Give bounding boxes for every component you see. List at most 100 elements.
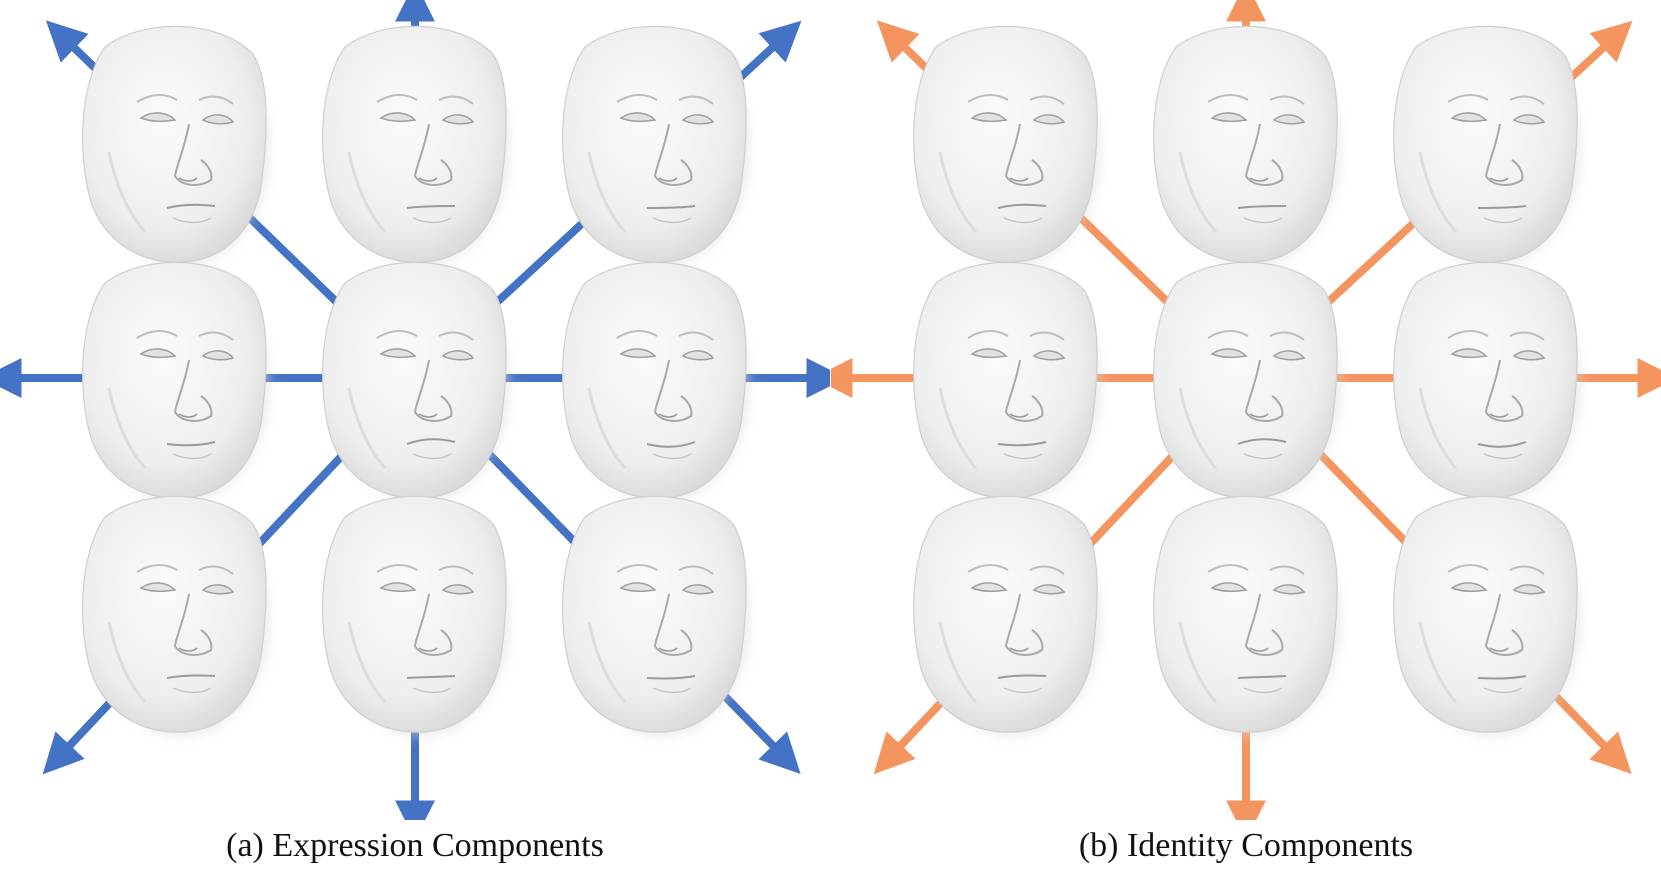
- face-mesh: [1153, 25, 1340, 266]
- face-mesh: [82, 25, 269, 266]
- face-eye: [1210, 112, 1248, 123]
- face-mouth: [1237, 205, 1287, 209]
- face-cheek: [1178, 621, 1218, 704]
- face-lip: [1243, 453, 1283, 460]
- face-outline: [562, 495, 747, 733]
- face-eye: [1512, 114, 1546, 125]
- face-brow: [1269, 331, 1305, 341]
- face-brow: [376, 94, 418, 103]
- face-nostril: [658, 413, 678, 418]
- face-lip: [172, 217, 212, 224]
- face-mouth: [166, 674, 216, 679]
- face-mesh: [913, 261, 1100, 502]
- face-eye: [379, 348, 417, 359]
- face-nostril: [1489, 177, 1509, 182]
- face-outline: [322, 495, 507, 733]
- face-eye: [1512, 584, 1546, 595]
- face-nostril: [418, 177, 438, 182]
- face-eye: [139, 348, 177, 359]
- face-brow: [198, 95, 234, 105]
- face-nostril: [418, 647, 438, 652]
- face-eye: [441, 584, 475, 595]
- face-mouth: [997, 203, 1047, 209]
- face-eye: [970, 112, 1008, 123]
- face-eye: [1272, 584, 1306, 595]
- face-nose: [173, 593, 213, 656]
- face-nose: [173, 123, 213, 186]
- face-nose: [653, 359, 693, 422]
- face-nostril: [1489, 413, 1509, 418]
- face-cheek: [938, 387, 978, 470]
- face-eye: [1210, 582, 1248, 593]
- face-eye: [619, 112, 657, 123]
- face-lip: [172, 453, 212, 460]
- face-cheek: [107, 621, 147, 704]
- face-cheek: [347, 151, 387, 234]
- face-outline: [1393, 25, 1578, 263]
- face-nose: [1484, 123, 1524, 186]
- face-brow: [1447, 564, 1489, 573]
- face-lip: [652, 687, 692, 694]
- face-cheek: [107, 151, 147, 234]
- identity-components-panel: (b) Identity Components: [831, 0, 1661, 881]
- face-outline: [1393, 495, 1578, 733]
- face-eye: [970, 582, 1008, 593]
- face-eye: [681, 114, 715, 125]
- face-lip: [1003, 687, 1043, 694]
- face-nostril: [1249, 177, 1269, 182]
- face-cheek: [938, 151, 978, 234]
- expression-components-panel: (a) Expression Components: [0, 0, 830, 881]
- face-lip: [1003, 453, 1043, 460]
- face-mesh: [1393, 495, 1580, 736]
- face-mesh: [322, 261, 509, 502]
- face-cheek: [347, 387, 387, 470]
- face-brow: [616, 94, 658, 103]
- face-brow: [616, 330, 658, 339]
- face-nose: [653, 593, 693, 656]
- face-outline: [1393, 261, 1578, 499]
- face-brow: [198, 331, 234, 341]
- face-eye: [1450, 348, 1488, 359]
- face-brow: [376, 330, 418, 339]
- face-brow: [616, 564, 658, 573]
- face-eye: [681, 350, 715, 361]
- face-brow: [376, 564, 418, 573]
- face-lip: [1243, 687, 1283, 694]
- face-lip: [1483, 687, 1523, 694]
- face-mouth: [406, 675, 456, 679]
- face-outline: [82, 261, 267, 499]
- face-brow: [967, 94, 1009, 103]
- face-nostril: [658, 177, 678, 182]
- face-outline: [1153, 495, 1338, 733]
- face-nose: [1004, 359, 1044, 422]
- face-outline: [562, 25, 747, 263]
- face-brow: [1029, 331, 1065, 341]
- face-mesh: [1393, 261, 1580, 502]
- face-mesh: [322, 25, 509, 266]
- face-brow: [1509, 331, 1545, 341]
- face-brow: [967, 330, 1009, 339]
- face-nostril: [1249, 413, 1269, 418]
- face-nose: [413, 593, 453, 656]
- face-mouth: [166, 441, 216, 447]
- face-brow: [1269, 95, 1305, 105]
- face-brow: [1207, 564, 1249, 573]
- face-outline: [322, 25, 507, 263]
- face-outline: [322, 261, 507, 499]
- face-lip: [412, 453, 452, 460]
- face-brow: [1447, 330, 1489, 339]
- face-cheek: [938, 621, 978, 704]
- face-eye: [681, 584, 715, 595]
- face-eye: [970, 348, 1008, 359]
- face-brow: [1207, 94, 1249, 103]
- face-brow: [1509, 565, 1545, 575]
- expression-diagram: [0, 0, 830, 820]
- face-brow: [136, 330, 178, 339]
- face-mouth: [997, 441, 1047, 447]
- face-nostril: [1009, 177, 1029, 182]
- face-brow: [967, 564, 1009, 573]
- face-mesh: [1153, 495, 1340, 736]
- face-nose: [1004, 123, 1044, 186]
- face-brow: [438, 95, 474, 105]
